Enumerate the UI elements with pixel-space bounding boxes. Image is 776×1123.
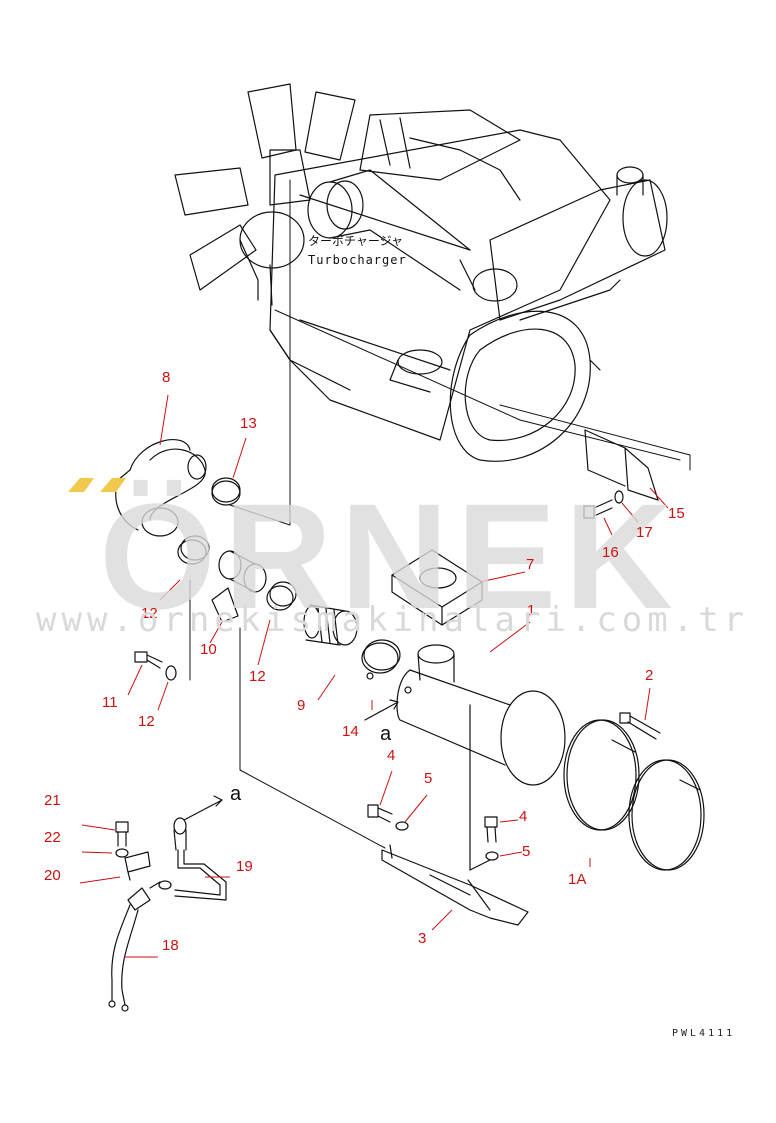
part-1-air-cleaner [396,644,566,871]
part-15-bracket [584,429,659,501]
callout-22: 22 [44,829,61,846]
view-arrow-a-small-head [213,795,223,807]
callout-1a: 1A [568,871,586,888]
part-2-bolt [619,712,661,740]
callout-14: 14 [342,723,359,740]
watermark-url: www.ornekismakinalari.com.tr [36,600,750,640]
part-10-bolt [134,651,163,669]
callout-7: 8 [162,369,170,386]
callout-9: 10 [200,641,217,658]
callout-12-b: 12 [249,668,266,685]
part-4-bolt-b [484,816,498,843]
view-arrow-a-main-head [389,699,399,710]
part-18-sensor [108,881,161,1012]
callout-10: 11 [102,694,118,711]
drawing-number: PWL4111 [672,1028,736,1039]
callout-17: 17 [636,524,653,541]
flywheel-housing [449,310,601,462]
callout-12-a: 12 [141,605,158,622]
callout-18: 18 [162,937,179,954]
part-19-tube [158,817,227,901]
callout-21: 21 [44,792,61,809]
callout-8: 9 [297,697,305,714]
part-12-clamp-a [177,535,210,565]
view-marker-a-main: a [380,723,392,745]
watermark-logo-text: ÖRNEK [99,472,681,640]
callout-15: 15 [668,505,685,522]
watermark-logo: ÖRNEK [68,472,681,640]
part-14-clamp [361,639,401,680]
callout-13: 13 [240,415,257,432]
callout-3: 3 [418,930,426,947]
view-arrow-a-main [364,701,399,721]
callout-5-b: 5 [522,843,530,860]
part-11-washer [165,665,177,681]
part-16-bolt [583,499,613,519]
part-22-washer [115,848,129,858]
turbo-label-en: Turbocharger [308,253,407,267]
callout-1: 1 [527,602,535,619]
part-8-bellows [303,604,358,646]
callout-6: 7 [526,556,534,573]
part-17-washer [614,490,624,504]
part-5-washer-b [485,851,499,861]
part-5-washer-a [395,821,409,831]
callout-5-a: 5 [424,770,432,787]
callout-4-a: 4 [387,747,395,764]
part-4-bolt-a [367,804,393,823]
engine-block [269,109,611,441]
part-12-clamp-b [266,581,297,611]
part-21-bolt [115,821,129,847]
callout-20: 20 [44,867,61,884]
callout-19: 19 [236,858,253,875]
cooling-fan [174,83,356,306]
turbo-label-jp: ターボチャージャ [308,234,403,248]
turbocharger [307,169,518,302]
callout-2: 2 [645,667,653,684]
callout-4-b: 4 [519,808,527,825]
callout-16: 16 [602,544,619,561]
part-13-clamp [211,477,241,506]
part-9-connector [211,550,267,623]
part-3-bracket [381,844,529,926]
view-arrow-a-small [183,799,223,821]
part-20-clip [124,851,151,881]
view-marker-a-small: a [230,783,242,805]
part-1a-band-clamp [563,719,705,871]
engine-air-cleaner [489,166,668,321]
callout-11: 12 [138,713,155,730]
